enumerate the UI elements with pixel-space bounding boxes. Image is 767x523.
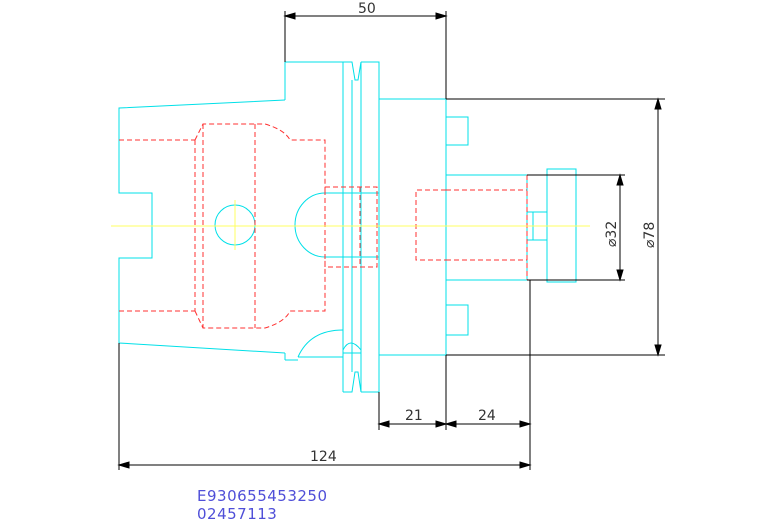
dim-outer-diameter: ⌀78	[642, 222, 658, 248]
dim-segment-right: 24	[478, 408, 496, 424]
dimension-lines	[117, 11, 665, 470]
dim-segment-left: 21	[405, 408, 423, 424]
part-outline	[118, 61, 577, 393]
dim-overall-length: 124	[310, 449, 337, 465]
hidden-lines	[119, 123, 528, 329]
dim-inner-diameter: ⌀32	[604, 221, 620, 247]
dim-top-width: 50	[358, 1, 376, 17]
part-code-line1: E930655453250	[197, 487, 328, 505]
centerlines	[111, 200, 590, 250]
part-code-line2: 02457113	[197, 505, 278, 523]
